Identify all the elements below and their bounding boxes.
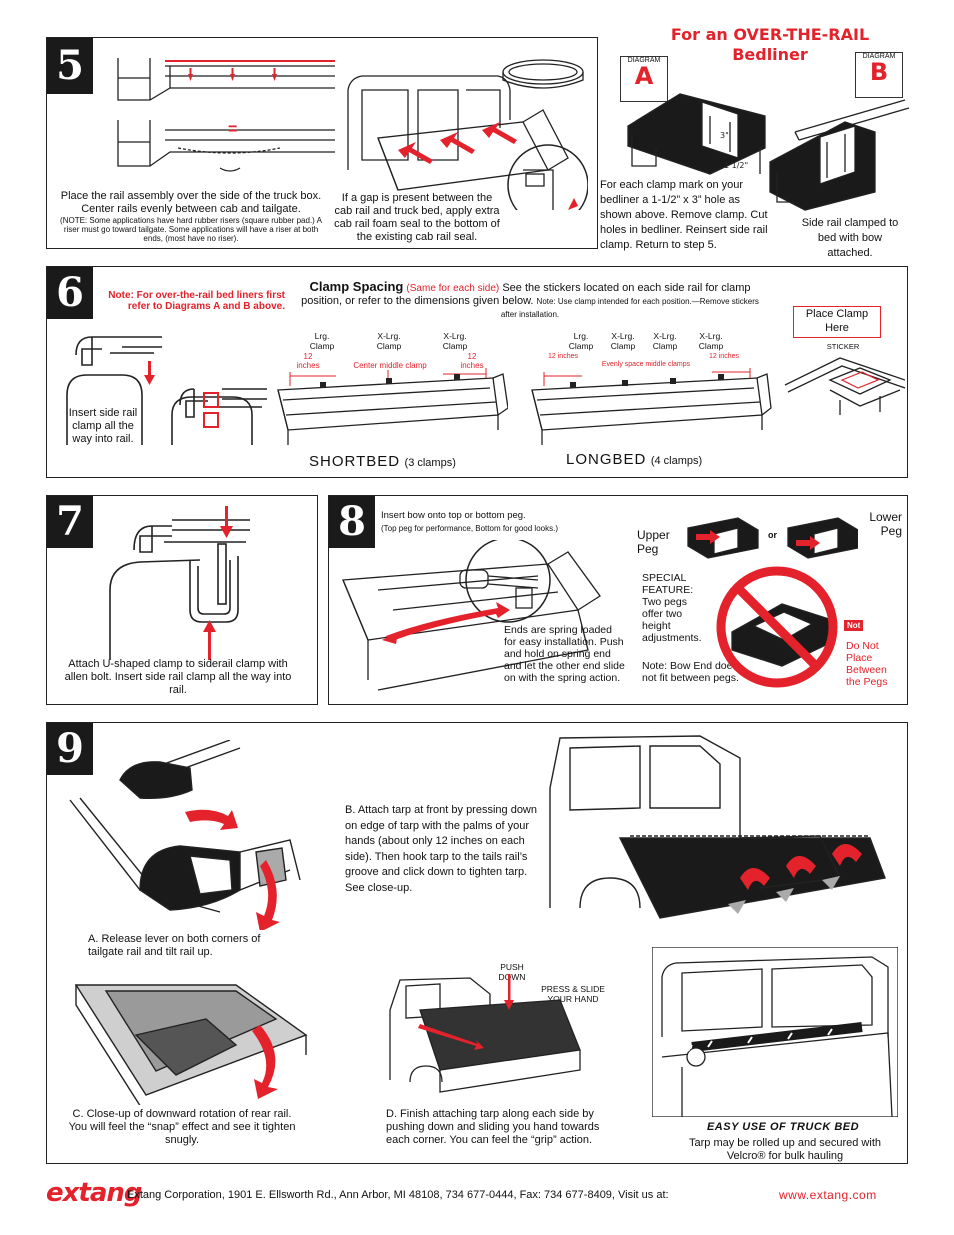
svg-text:1 1/2": 1 1/2": [724, 161, 748, 170]
special-feature-text: SPECIAL FEATURE: Two pegs offer two heig…: [642, 572, 702, 644]
clamp-spacing-paren: (Same for each side): [406, 283, 500, 294]
step6-panel: [46, 266, 908, 478]
clamp-spacing-small: Note: Use clamp intended for each positi…: [500, 297, 759, 319]
shortbed-name: SHORTBED: [309, 453, 401, 470]
step5-number: 5: [47, 38, 93, 94]
diagram-a-label: DIAGRAM: [627, 57, 661, 64]
equals-sign: =: [228, 121, 238, 138]
finish-tarp-illustration: [389, 974, 581, 1093]
rear-rail-rotation-illustration: [74, 984, 308, 1105]
no-between-pegs-sign: [716, 566, 838, 688]
step7-text: Attach U-shaped clamp to siderail clamp …: [64, 658, 292, 696]
rail-centering-illustration: [117, 58, 335, 172]
shortbed-count: (3 clamps): [404, 457, 456, 469]
step8-note-text: Note: Bow End does not fit between pegs.: [642, 660, 739, 684]
diagram-b-illustration: [769, 99, 910, 211]
step5-panel: [46, 37, 598, 249]
cab-seal-illustration: [347, 59, 588, 210]
step9-number: 9: [47, 723, 93, 775]
bow-install-illustration: [342, 540, 601, 691]
sticker-illustration: [784, 357, 905, 415]
step5-note-text: (NOTE: Some applications have hard rubbe…: [60, 216, 322, 243]
longbed-illustration: [531, 368, 772, 445]
svg-text:3": 3": [720, 131, 729, 140]
longbed-name: LONGBED: [566, 451, 647, 468]
short-clamp-label-3: X-Lrg. Clamp: [442, 331, 468, 351]
step9-b-text: B. Attach tarp at front by pressing down…: [345, 804, 537, 894]
easy-use-title: EASY USE OF TRUCK BED: [706, 1121, 860, 1133]
clamp-spacing-block: Clamp Spacing (Same for each side) See t…: [300, 280, 760, 321]
step9-c-text: C. Close-up of downward rotation of rear…: [68, 1108, 296, 1146]
diagram-a-letter: A: [634, 62, 654, 90]
short-measure-1: 12 inches: [296, 352, 320, 370]
extang-logo: extang: [46, 1178, 142, 1208]
footer-url[interactable]: www.extang.com: [779, 1188, 877, 1202]
u-clamp-illustration: [109, 506, 250, 660]
step6-number: 6: [47, 267, 93, 319]
step8-insert-small: (Top peg for performance, Bottom for goo…: [381, 524, 558, 533]
easy-use-text: Tarp may be rolled up and secured with V…: [689, 1137, 881, 1162]
long-measure-2: 12 inches: [709, 353, 739, 360]
step8-number: 8: [329, 496, 375, 548]
not-text: Do Not Place Between the Pegs: [846, 640, 888, 688]
longbed-count: (4 clamps): [650, 455, 703, 467]
clamp-spacing-title: Clamp Spacing: [309, 279, 404, 294]
sticker-box: Place Clamp Here: [793, 306, 881, 338]
push-down-label: PUSH DOWN: [498, 962, 526, 982]
not-tag: Not: [844, 620, 864, 631]
peg-options-illustration: [687, 517, 858, 559]
gap-text: If a gap is present between the cab rail…: [334, 192, 500, 243]
upper-peg-label: Upper Peg: [637, 528, 670, 556]
diagram-b-tag: DIAGRAM B: [855, 52, 903, 98]
clamp-spacing-text: See the stickers located on each side ra…: [301, 282, 751, 307]
step9-a-text: A. Release lever on both corners of tail…: [88, 933, 261, 958]
diagram-b-text: Side rail clamped to bed with bow attach…: [801, 217, 899, 259]
long-clamp-label-2: X-Lrg. Clamp: [610, 331, 636, 351]
shortbed-illustration: [277, 368, 508, 445]
insert-clamp-text: Insert side rail clamp all the way into …: [68, 407, 138, 445]
long-clamp-label-3: X-Lrg. Clamp: [652, 331, 678, 351]
sticker-label: STICKER: [826, 342, 860, 351]
long-measure-1: 12 inches: [548, 353, 578, 360]
long-clamp-label-4: X-Lrg. Clamp: [698, 331, 724, 351]
step7-number: 7: [47, 496, 93, 548]
long-clamp-label-1: Lrg. Clamp: [568, 331, 594, 351]
long-middle-label: Evenly space middle clamps: [601, 361, 691, 368]
tailgate-lever-illustration: [69, 740, 301, 930]
tarp-front-illustration: [549, 735, 886, 919]
step8-ends-text: Ends are spring loaded for easy installa…: [504, 624, 625, 684]
press-slide-label: PRESS & SLIDE YOUR HAND: [541, 984, 605, 1004]
diagram-a-text: For each clamp mark on your bedliner a 1…: [600, 179, 768, 251]
short-clamp-label-1: Lrg. Clamp: [309, 331, 335, 351]
diagram-a-tag: DIAGRAM A: [620, 56, 668, 102]
longbed-title: LONGBED (4 clamps): [566, 451, 702, 469]
or-label: or: [768, 530, 777, 540]
rolled-tarp-illustration: [652, 947, 898, 1117]
footer-address: Extang Corporation, 1901 E. Ellsworth Rd…: [127, 1189, 669, 1201]
step9-d-text: D. Finish attaching tarp along each side…: [386, 1108, 600, 1146]
step8-insert-text: Insert bow onto top or bottom peg.: [381, 510, 526, 521]
diagram-a-illustration: 3" 1 1/2": [627, 93, 766, 175]
step5-caption: Place the rail assembly over the side of…: [60, 190, 322, 243]
short-measure-2: 12 inches: [460, 352, 484, 370]
side-rail-clamp-illustration: [66, 336, 267, 445]
short-middle-label: Center middle clamp: [353, 361, 427, 370]
shortbed-title: SHORTBED (3 clamps): [309, 453, 456, 471]
diagram-b-letter: B: [869, 58, 889, 86]
step5-main-text: Place the rail assembly over the side of…: [60, 190, 322, 215]
step6-note: Note: For over-the-rail bed liners first…: [108, 290, 285, 312]
diagram-b-label: DIAGRAM: [862, 53, 896, 60]
lower-peg-label: Lower Peg: [869, 510, 902, 538]
overrail-title: For an OVER-THE-RAIL Bedliner: [670, 25, 870, 64]
short-clamp-label-2: X-Lrg. Clamp: [376, 331, 402, 351]
